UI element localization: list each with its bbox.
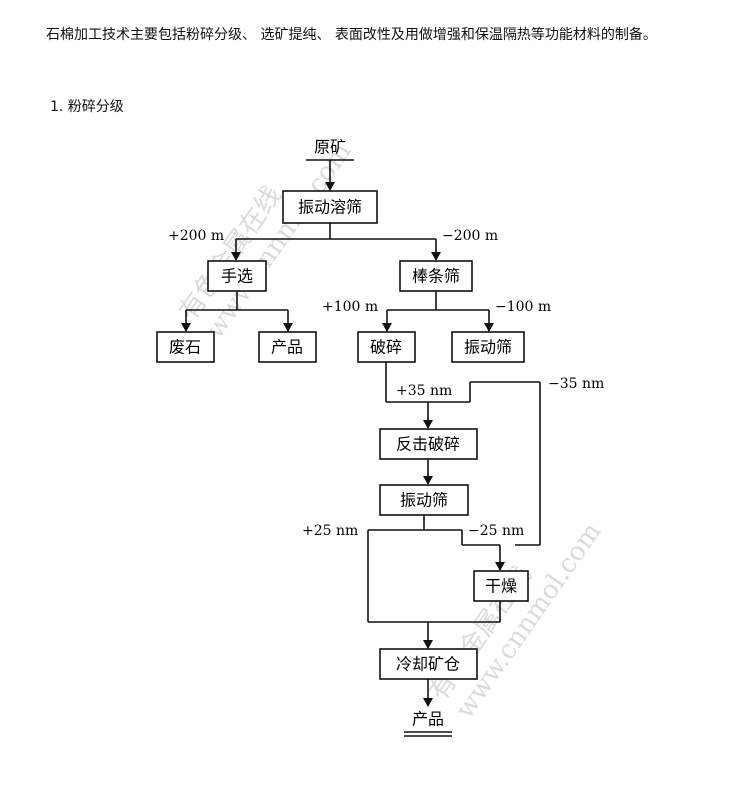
node-vibrating-screen-right-box (451, 331, 525, 363)
node-impact-crush-box (379, 428, 478, 460)
label-minus-35: −35 nm (548, 376, 604, 392)
node-product-left: 产品 (271, 338, 303, 357)
label-plus-200: +200 m (168, 228, 224, 244)
node-hand-pick: 手选 (221, 267, 253, 286)
node-waste-rock-box (156, 331, 215, 363)
node-crush-box (357, 331, 416, 363)
intro-paragraph: 石棉加工技术主要包括粉碎分级、 选矿提纯、 表面改性及用做增强和保温隔热等功能材… (46, 27, 657, 43)
node-vibrating-screen-right: 振动筛 (464, 338, 512, 357)
node-product-left-box (258, 331, 317, 363)
node-hand-pick-box (207, 260, 267, 292)
node-waste-rock: 废石 (169, 338, 201, 357)
node-drying-box (473, 570, 529, 602)
node-bar-screen: 棒条筛 (412, 267, 460, 286)
node-product-final: 产品 (412, 710, 444, 729)
label-plus-35: +35 nm (396, 383, 452, 399)
label-minus-25: −25 nm (468, 523, 524, 539)
label-minus-100: −100 m (495, 299, 551, 315)
node-drying: 干燥 (485, 577, 517, 596)
node-bar-screen-box (399, 260, 473, 292)
label-minus-200: −200 m (442, 228, 498, 244)
node-impact-crush: 反击破碎 (396, 435, 460, 454)
label-plus-100: +100 m (322, 299, 378, 315)
node-raw-ore: 原矿 (314, 138, 346, 157)
node-crush: 破碎 (370, 338, 402, 357)
node-cooling-bin: 冷却矿仓 (396, 655, 460, 674)
section-heading: 1. 粉碎分级 (50, 99, 124, 115)
node-vibrating-dissolve-screen: 振动溶筛 (298, 198, 362, 217)
label-plus-25: +25 nm (302, 523, 358, 539)
node-vibrating-screen-mid: 振动筛 (400, 491, 448, 510)
node-cooling-bin-box (379, 648, 478, 680)
